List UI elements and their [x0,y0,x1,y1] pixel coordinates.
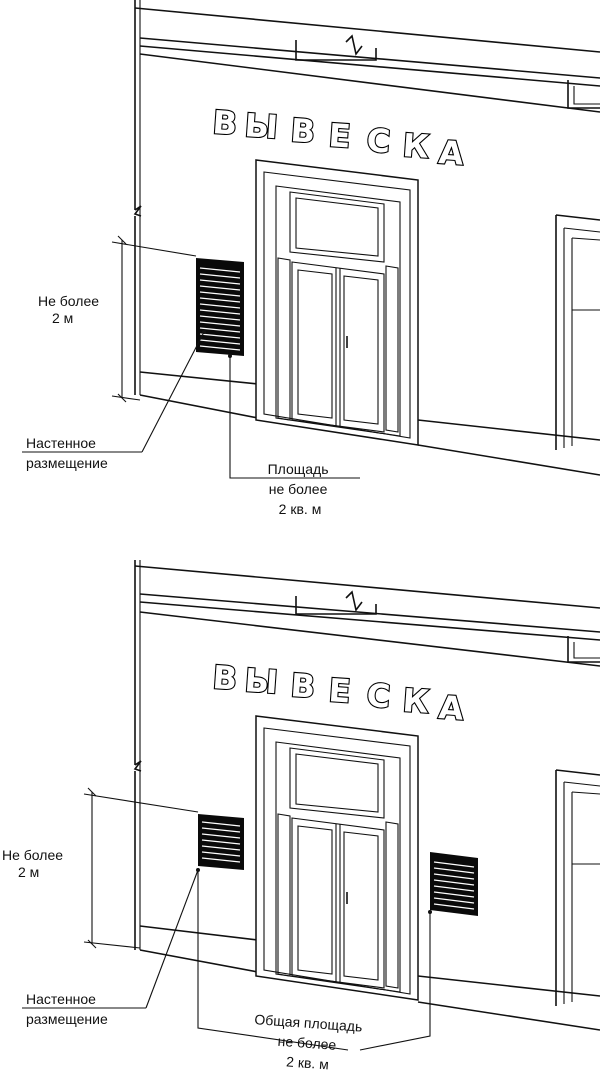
plate-slat [199,333,241,339]
plate-slat [201,839,241,845]
entrance-door [255,159,419,446]
plate-slat [201,851,241,857]
sign-letter: В [211,658,238,698]
plate-slat [199,315,241,321]
sign-letter: К [401,681,430,721]
height-dimension [111,235,197,403]
sign-letter: В [289,666,316,706]
plate-slat [433,867,475,874]
plate-slat [199,297,241,303]
sign-lettering: В Ы В Е С К А [210,657,466,729]
height-label: Не более 2 м [38,293,103,326]
plate-slat [199,339,241,345]
sign-letter: Ы [243,106,279,146]
plate-slat [199,345,241,351]
plate-slat [201,845,241,851]
building-facade [133,560,600,1031]
height-label: Не более 2 м [2,847,67,880]
building-facade [133,0,600,476]
area-label: Площадь не более 2 кв. м [268,461,333,517]
plate-slat [199,309,241,315]
sign-letter: Е [327,116,351,155]
plate-slat [433,885,475,892]
panel-bottom: В Ы В Е С К А [2,560,600,1075]
plate-slat [199,321,241,327]
sign-letter: В [289,111,316,151]
sign-letter: Е [327,671,351,710]
plate-slat [201,857,241,863]
height-dimension [83,787,199,949]
area-label: Общая площадь не более 2 кв. м [251,1011,367,1075]
sign-letter: С [365,121,391,161]
sign-letter: А [437,688,465,728]
wall-plate-right [430,852,478,916]
plate-slat [433,891,475,898]
plate-slat [433,879,475,886]
placement-leader [141,331,205,453]
panel-top: В Ы В Е С К А [22,0,600,517]
wall-plate [196,258,244,356]
placement-leader [145,869,199,1009]
area-leader-right [359,912,431,1051]
plate-slat [433,873,475,880]
plate-slat [199,279,241,285]
plate-slat [433,897,475,904]
area-leader [229,356,360,479]
plate-slat [201,833,241,839]
sign-letter: С [365,676,391,716]
plate-slat [201,821,241,827]
entrance-door [255,715,419,1001]
plate-slat [199,303,241,309]
placement-label: Настенное размещение [26,991,108,1027]
sign-letter: В [211,103,238,143]
sign-letter: А [437,133,465,173]
plate-slat [201,827,241,833]
sign-lettering: В Ы В Е С К А [210,102,466,174]
plate-slat [199,273,241,279]
sign-letter: Ы [243,661,279,701]
placement-label: Настенное размещение [26,435,108,471]
plate-slat [199,285,241,291]
wall-plate-left [198,814,244,870]
plate-slat [433,861,475,868]
plate-slat [199,327,241,333]
sign-letter: К [401,126,430,166]
plate-slat [199,267,241,273]
area-leader [197,870,349,1051]
plate-slat [433,903,475,910]
plate-slat [199,291,241,297]
